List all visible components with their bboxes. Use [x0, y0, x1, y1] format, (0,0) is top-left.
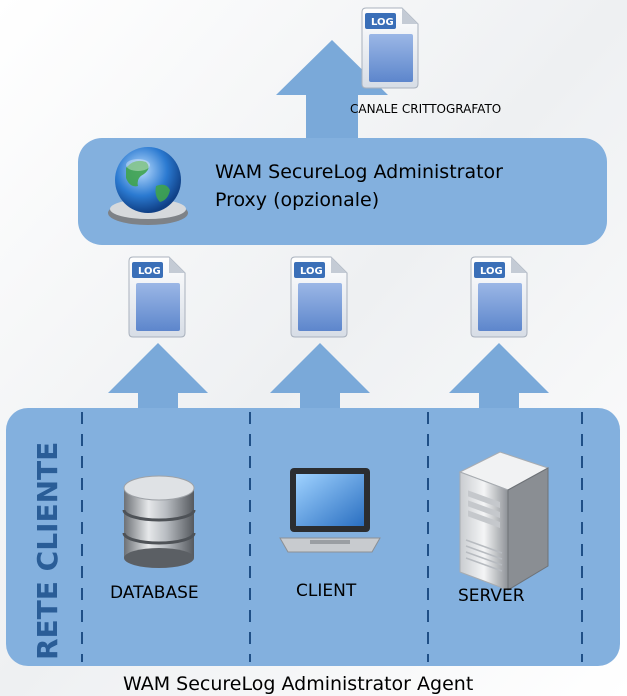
agent-caption: WAM SecureLog Administrator Agent — [123, 673, 473, 695]
arrow-database — [108, 343, 208, 412]
proxy-title-line2: Proxy (opzionale) — [215, 189, 379, 211]
node-label-server: SERVER — [458, 586, 525, 606]
top-arrow — [276, 40, 388, 140]
log-file-icon-server: LOG — [470, 256, 528, 338]
log-file-icon-top: LOG — [361, 7, 419, 89]
proxy-title-line1: WAM SecureLog Administrator — [215, 161, 503, 183]
canale-crittografato-caption: CANALE CRITTOGRAFATO — [350, 102, 501, 116]
arrow-server — [449, 343, 549, 412]
laptop-icon — [279, 468, 381, 553]
arrow-client — [270, 343, 370, 412]
proxy-panel — [78, 138, 607, 245]
globe-icon — [108, 147, 188, 225]
rete-cliente-label: RETE CLIENTE — [31, 442, 64, 660]
node-label-client: CLIENT — [296, 581, 357, 601]
network-dividers — [81, 412, 583, 662]
server-tower-icon — [458, 451, 550, 591]
log-file-icon-client: LOG — [290, 256, 348, 338]
log-file-label: LOG — [480, 266, 503, 277]
database-icon — [122, 475, 196, 568]
node-label-database: DATABASE — [110, 583, 199, 603]
log-file-icon-database: LOG — [128, 256, 186, 338]
log-file-label: LOG — [371, 17, 394, 28]
log-file-label: LOG — [300, 266, 323, 277]
log-file-label: LOG — [138, 266, 161, 277]
